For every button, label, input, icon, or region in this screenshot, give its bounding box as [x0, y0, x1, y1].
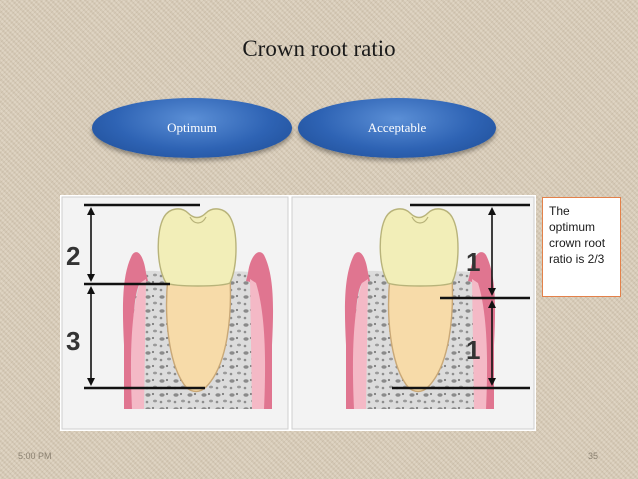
slide-title: Crown root ratio	[242, 36, 396, 61]
right-crown-ratio: 1	[466, 247, 480, 277]
left-tooth-diagram: 2 3	[61, 196, 289, 430]
optimum-label: Optimum	[167, 120, 217, 135]
optimum-oval: Optimum	[92, 98, 292, 158]
note-box: The optimum crown root ratio is 2/3	[542, 197, 621, 297]
right-root-ratio: 1	[466, 335, 480, 365]
footer-time: 5:00 PM	[18, 451, 52, 461]
acceptable-label: Acceptable	[367, 120, 427, 135]
right-tooth-diagram: 1 1	[291, 196, 535, 430]
left-root-ratio: 3	[66, 326, 80, 356]
tooth-ratio-figure: 2 3 1 1	[60, 195, 536, 431]
page-number: 35	[588, 451, 599, 461]
acceptable-oval: Acceptable	[298, 98, 496, 158]
left-crown-ratio: 2	[66, 241, 80, 271]
